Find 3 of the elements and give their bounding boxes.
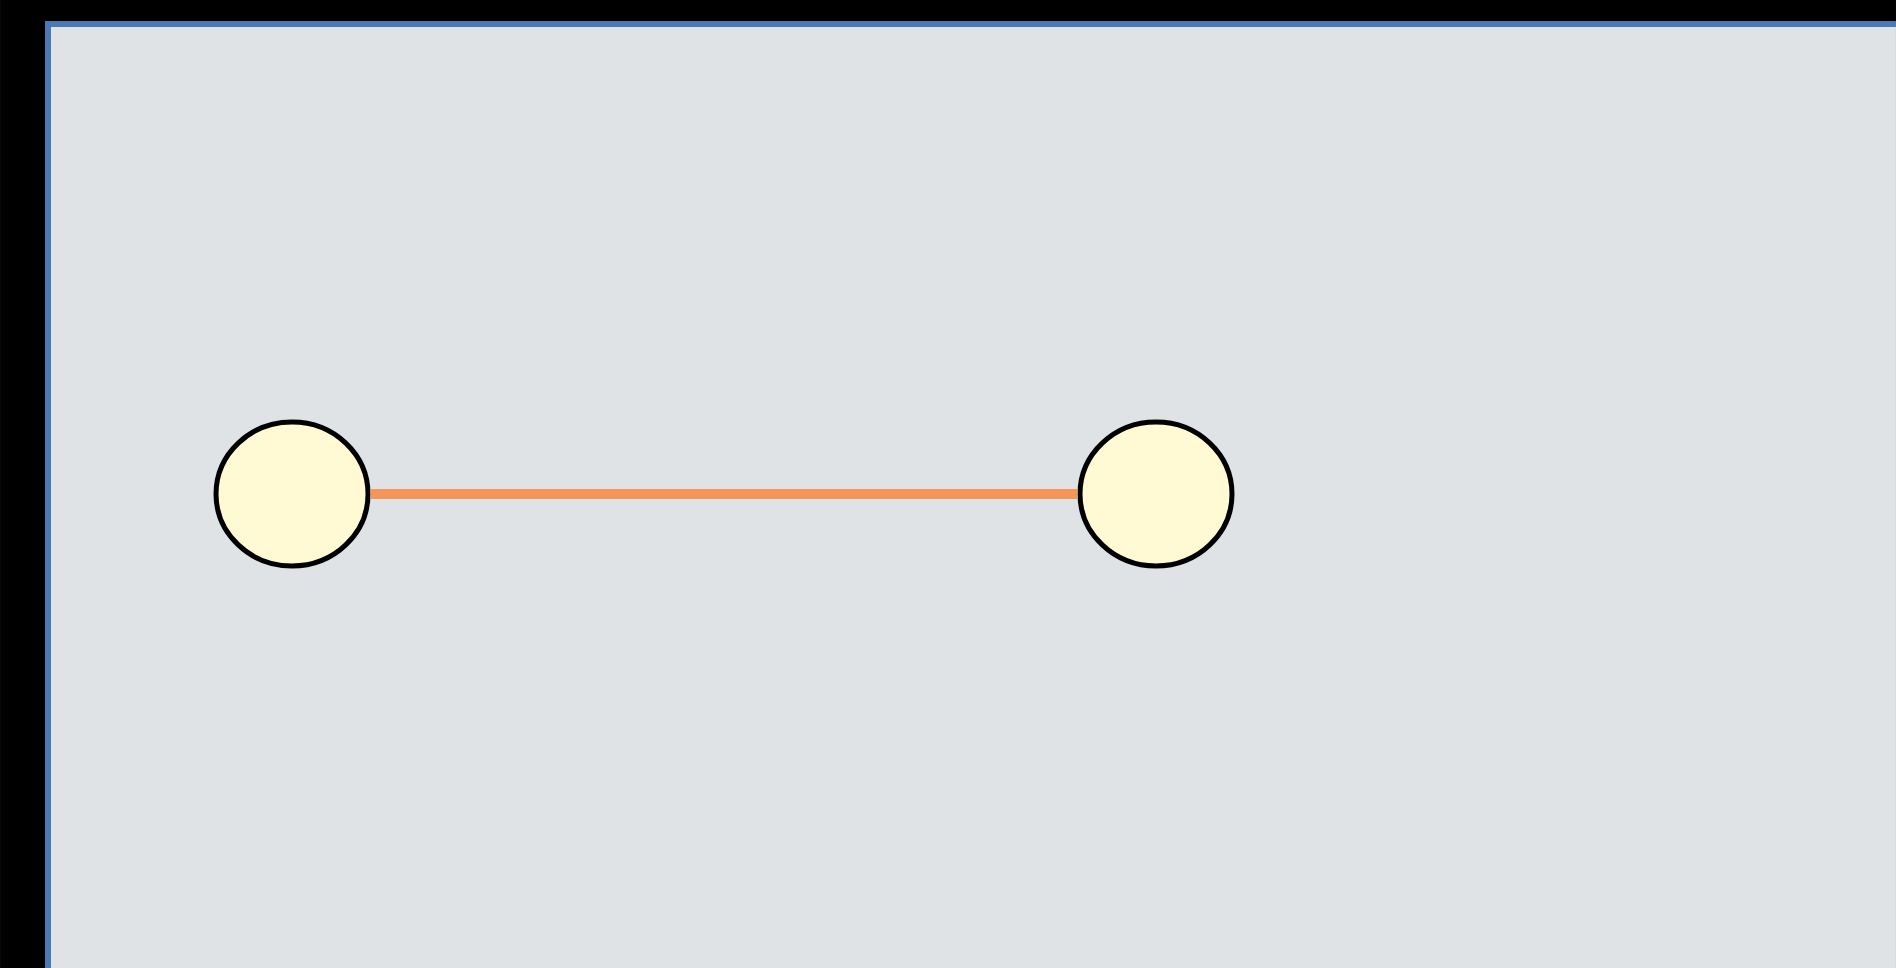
- circle-node: [213, 419, 371, 569]
- connector-line: [370, 489, 1078, 499]
- circle-node: [1077, 419, 1235, 569]
